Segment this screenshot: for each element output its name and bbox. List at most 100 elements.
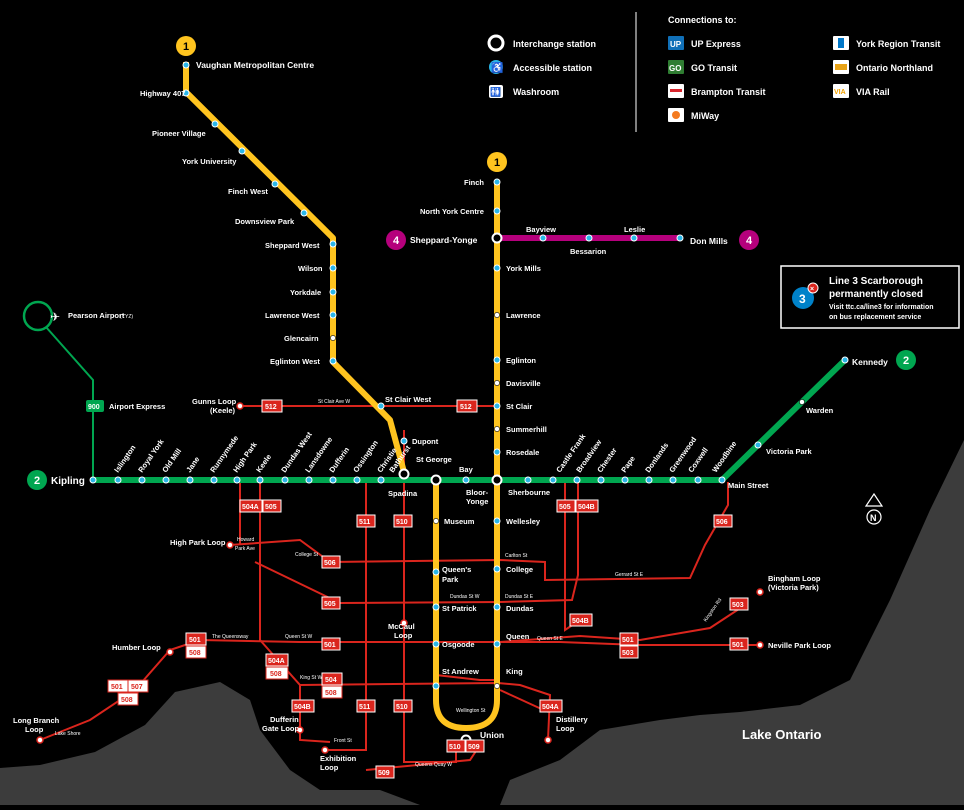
loop-mccaul-1: McCaul	[388, 622, 415, 631]
yrt-icon-mark	[838, 38, 844, 48]
line-1-badge-text: 1	[183, 41, 189, 53]
station-pape: Pape	[619, 454, 637, 474]
non-accessible-stations	[330, 312, 805, 689]
street-st-clair-w: St Clair Ave W	[318, 399, 350, 405]
legend-miway: MiWay	[691, 111, 719, 121]
up-express-icon	[668, 36, 684, 50]
station-queen: Queen	[506, 632, 530, 641]
route-511-b: 511	[359, 704, 370, 711]
route-501-c: 501	[622, 637, 634, 644]
airport-express-line	[37, 317, 94, 480]
station-king: King	[506, 667, 523, 676]
station-victoria-park: Victoria Park	[766, 447, 813, 456]
notice-body-2: on bus replacement service	[829, 314, 921, 321]
station-eglinton: Eglinton	[506, 356, 536, 365]
loop-dufferin-gate-1: Dufferin	[270, 715, 299, 724]
route-505-b: 505	[559, 504, 571, 511]
station-dupont: Dupont	[412, 437, 439, 446]
loop-exhibition-1: Exhibition	[320, 754, 357, 763]
route-509-b: 509	[378, 770, 390, 777]
route-501-b: 501	[189, 637, 201, 644]
station-davisville: Davisville	[506, 379, 541, 388]
route-510-b: 510	[396, 704, 408, 711]
station-chester: Chester	[595, 446, 618, 474]
street-queens-quay: Queens Quay W	[415, 762, 452, 768]
legend-connections-title: Connections to:	[668, 15, 737, 25]
loop-distillery-1: Distillery	[556, 715, 589, 724]
station-wellesley: Wellesley	[506, 517, 541, 526]
station-york-u: York University	[182, 157, 237, 166]
line-3-badge	[792, 287, 814, 309]
station-dundas: Dundas	[506, 604, 534, 613]
brampton-transit-icon-bar	[670, 89, 682, 92]
street-howard-2: Park Ave	[235, 546, 255, 552]
loop-exhibition-2: Loop	[320, 763, 339, 772]
station-downsview: Downsview Park	[235, 217, 295, 226]
legend-up-express: UP Express	[691, 39, 741, 49]
station-markers	[89, 61, 849, 690]
station-hwy407: Highway 407	[140, 89, 185, 98]
street-dundas-e: Dundas St E	[505, 594, 534, 600]
route-504a-a: 504A	[242, 504, 259, 511]
station-st-clair: St Clair	[506, 402, 532, 411]
north-label: N	[870, 513, 877, 523]
station-queens-park-2: Park	[442, 575, 459, 584]
route-506-b: 506	[324, 560, 336, 567]
accessible-legend-icon	[489, 60, 503, 74]
route-501-d: 501	[732, 642, 744, 649]
route-509-a: 509	[468, 744, 480, 751]
station-main-st: Main Street	[728, 481, 769, 490]
station-eglinton-w: Eglinton West	[270, 357, 320, 366]
airport-plane-icon: ✈	[50, 310, 60, 324]
station-york-mills: York Mills	[506, 264, 541, 273]
station-bloor-yonge-1: Bloor-	[466, 488, 489, 497]
route-504b-c: 504B	[572, 618, 589, 625]
station-don-mills: Don Mills	[690, 236, 728, 246]
street-carlton: Carlton St	[505, 553, 528, 559]
station-sherbourne: Sherbourne	[508, 488, 550, 497]
station-union: Union	[480, 730, 504, 740]
airport-express-name: Airport Express	[109, 402, 165, 411]
station-finch: Finch	[464, 178, 484, 187]
loop-dufferin-gate-2: Gate Loop	[262, 724, 300, 733]
loop-neville: Neville Park Loop	[768, 641, 831, 650]
legend-washroom: Washroom	[513, 87, 559, 97]
line-2-west-labels: Islington Royal York Old Mill Jane Runny…	[112, 430, 412, 474]
station-sheppard-w: Sheppard West	[265, 241, 320, 250]
notice-title-1: Line 3 Scarborough	[829, 276, 923, 287]
station-kennedy: Kennedy	[852, 357, 888, 367]
land-south-east	[500, 440, 964, 805]
legend-interchange: Interchange station	[513, 39, 596, 49]
loop-mccaul-2: Loop	[394, 631, 413, 640]
airport-express-badge	[86, 400, 104, 412]
loop-bingham-1: Bingham Loop	[768, 574, 821, 583]
station-lawrence: Lawrence	[506, 311, 541, 320]
street-wellington: Wellington St	[456, 708, 486, 714]
station-bayview: Bayview	[526, 225, 556, 234]
line-2-badge-text: 2	[903, 355, 909, 367]
station-summerhill: Summerhill	[506, 425, 547, 434]
route-504b-b: 504B	[294, 704, 311, 711]
route-510-a: 510	[396, 519, 408, 526]
street-dundas-w: Dundas St W	[450, 594, 480, 600]
station-vmc: Vaughan Metropolitan Centre	[196, 60, 314, 70]
accessible-legend-glyph: ♿	[491, 61, 503, 74]
legend-accessible: Accessible station	[513, 63, 592, 73]
station-keele: Keele	[254, 453, 273, 475]
legend-ontario-northland: Ontario Northland	[856, 63, 933, 73]
route-511-a: 511	[359, 519, 370, 526]
loop-long-branch-1: Long Branch	[13, 716, 60, 725]
line-1-badge-vmc: 1	[176, 36, 196, 56]
legend-via-rail: VIA Rail	[856, 87, 890, 97]
route-508-b: 508	[270, 671, 282, 678]
airport-code: (YYZ)	[120, 314, 133, 320]
washroom-legend-icon	[489, 85, 503, 98]
station-warden: Warden	[806, 406, 834, 415]
line-2-badge-kennedy: 2	[896, 350, 916, 370]
loop-long-branch-2: Loop	[25, 725, 44, 734]
line-3-badge-text: 3	[799, 292, 806, 306]
miway-icon-dot	[672, 111, 680, 119]
legend-go-transit: GO Transit	[691, 63, 737, 73]
station-spadina: Spadina	[388, 489, 418, 498]
